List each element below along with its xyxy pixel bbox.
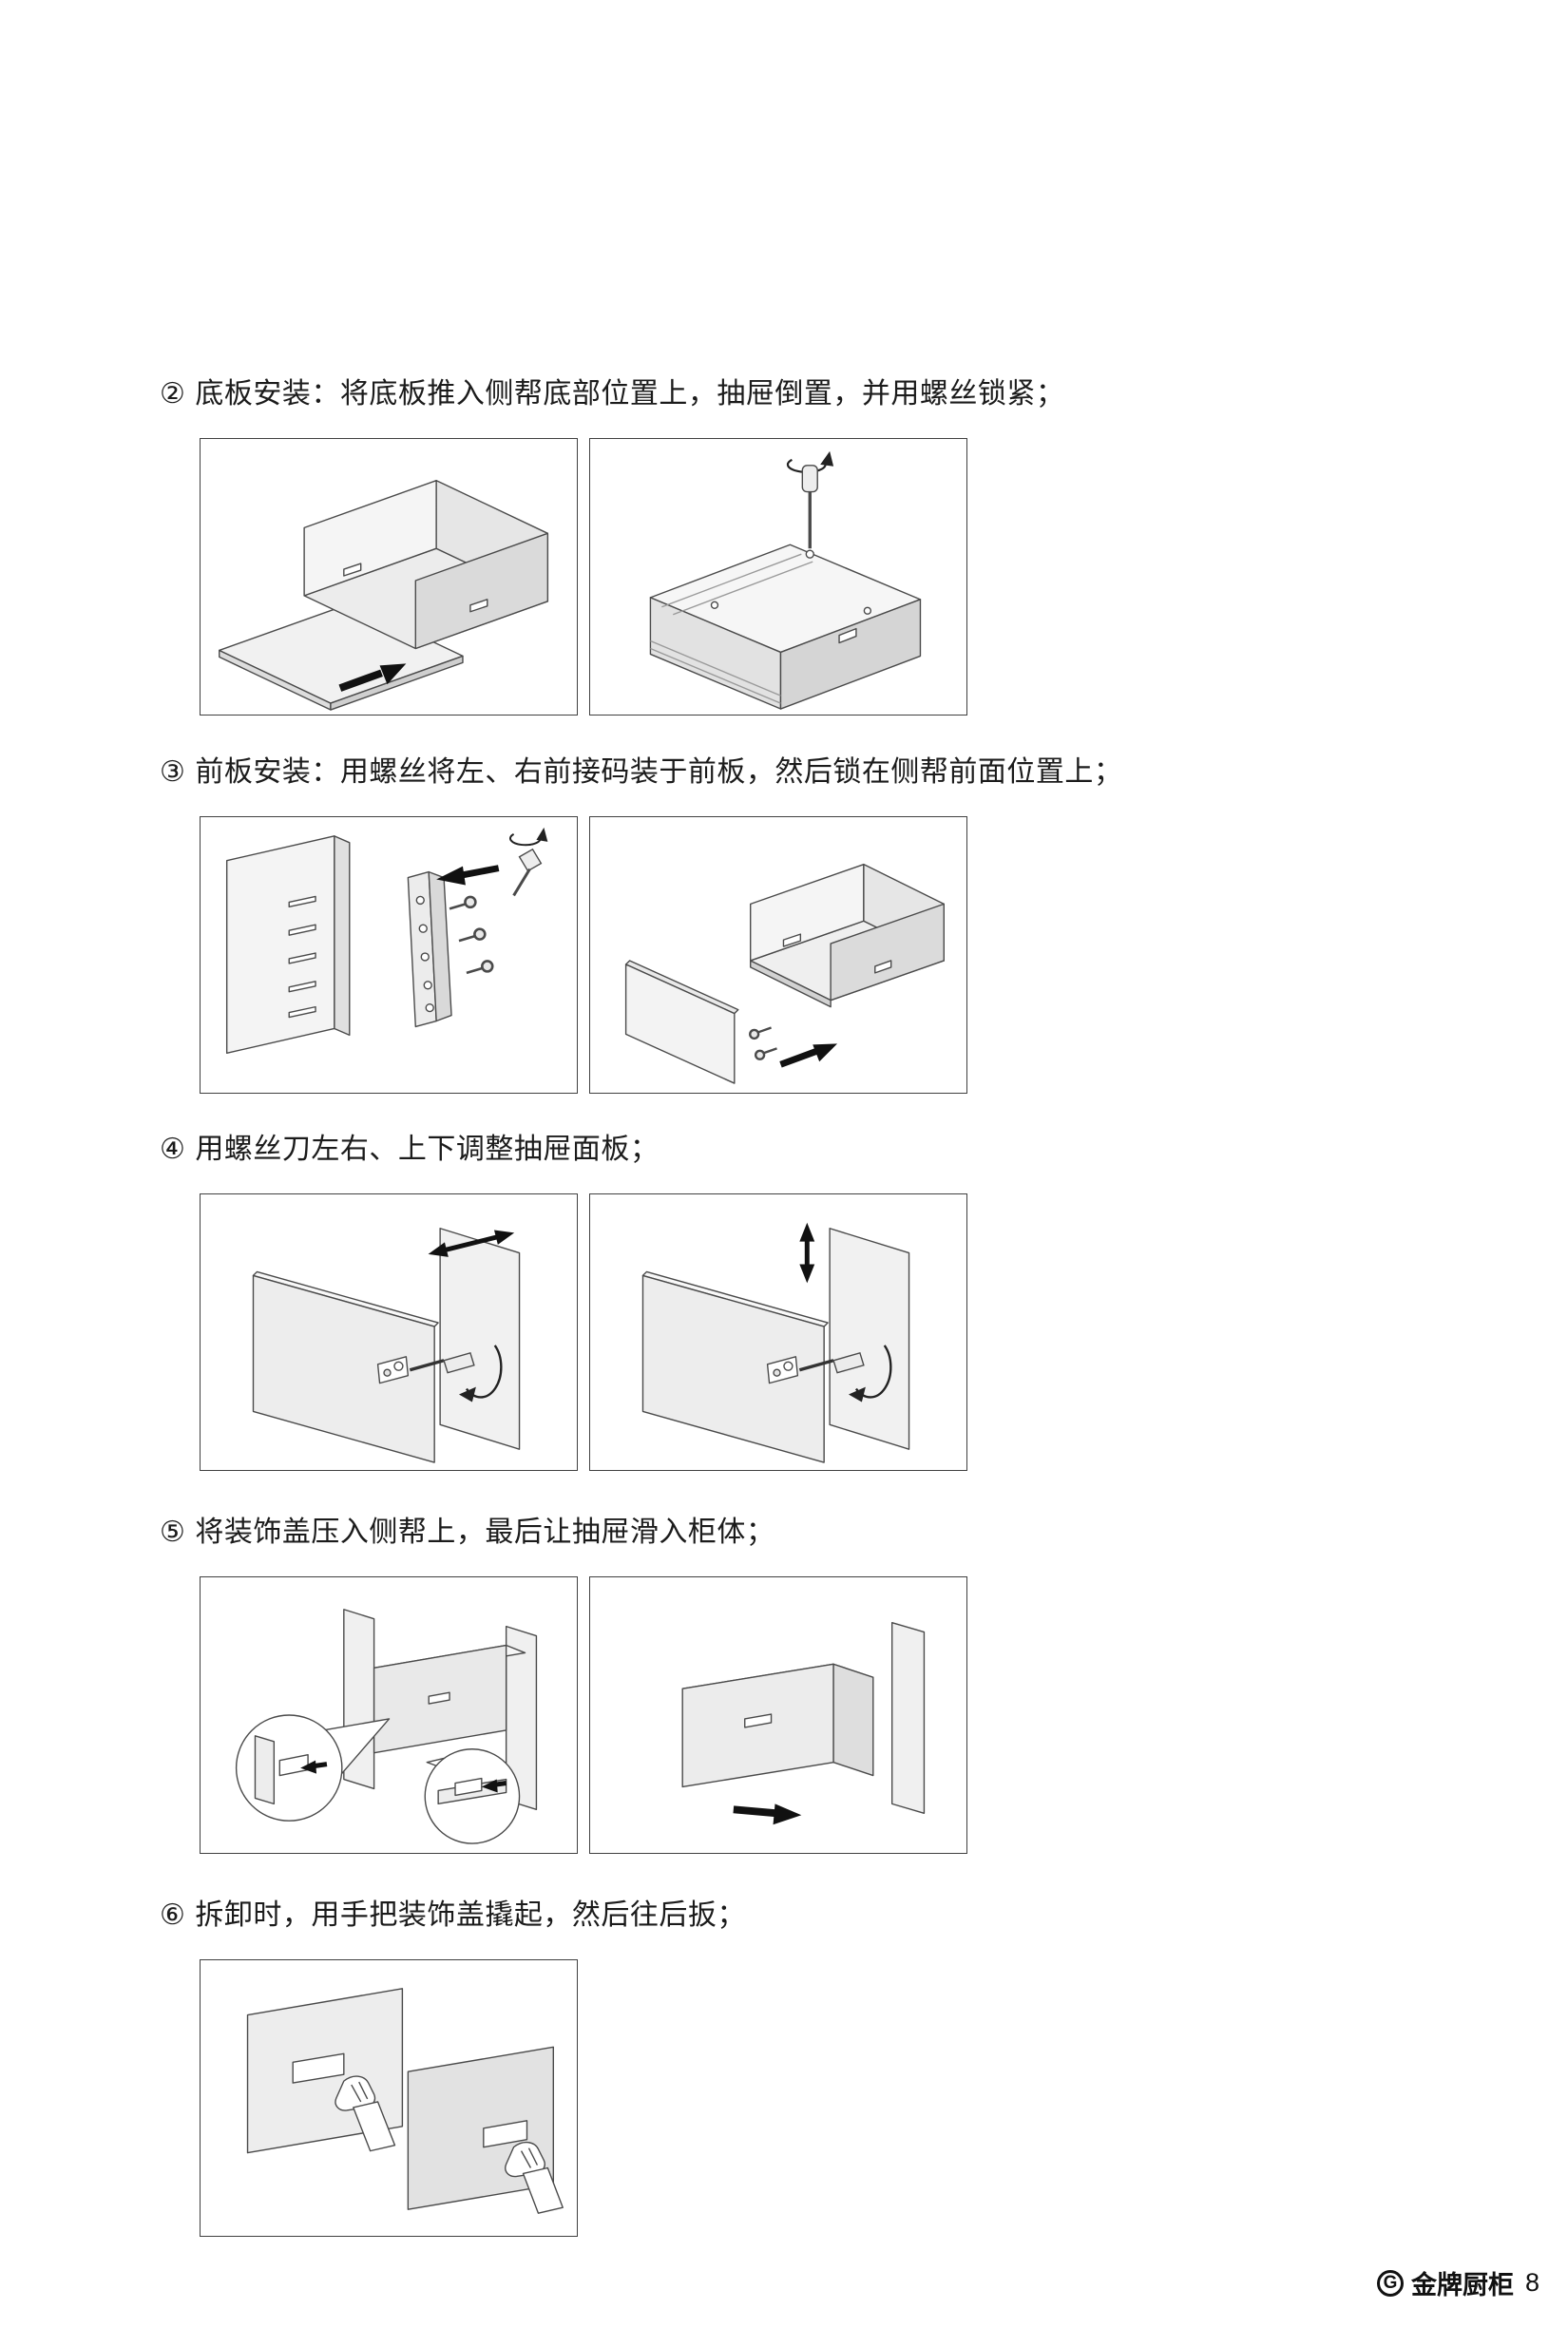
step-4-number: ④: [160, 1134, 186, 1165]
left-arrow-icon: [436, 865, 500, 886]
step-5: ⑤ 将装饰盖压入侧帮上，最后让抽屉滑入柜体；: [160, 1515, 967, 1854]
screwdriver-icon: [798, 1345, 892, 1403]
step-5-text: 将装饰盖压入侧帮上，最后让抽屉滑入柜体；: [195, 1517, 775, 1548]
step5-figure-2: [589, 1576, 967, 1854]
screws-icon: [449, 895, 494, 975]
step-4-figures: [200, 1193, 967, 1471]
step-4: ④ 用螺丝刀左右、上下调整抽屉面板；: [160, 1132, 967, 1471]
press-arrow-icon: [481, 1779, 507, 1793]
step-3-instruction: ③ 前板安装：用螺丝将左、右前接码装于前板，然后锁在侧帮前面位置上；: [160, 754, 1122, 790]
step2-figure-1: [200, 438, 578, 716]
step-6-figures: [200, 1959, 746, 2237]
step-5-instruction: ⑤ 将装饰盖压入侧帮上，最后让抽屉滑入柜体；: [160, 1515, 967, 1550]
pry-cover-by-hand-illustration: [246, 1988, 564, 2214]
step-6: ⑥ 拆卸时，用手把装饰盖撬起，然后往后扳；: [160, 1898, 746, 2237]
adjust-left-right-illustration: [252, 1228, 521, 1463]
brand-name: 金牌厨柜: [1410, 2271, 1514, 2299]
front-connector-screws-illustration: [225, 827, 548, 1054]
step6-figure-1: [200, 1959, 578, 2237]
slide-arrow-icon: [733, 1803, 802, 1825]
drawer-bottom-slide-illustration: [219, 480, 549, 711]
vertical-double-arrow-icon: [799, 1222, 815, 1284]
step-3-number: ③: [160, 756, 186, 788]
step3-figure-1: [200, 816, 578, 1094]
page-footer: G 金牌厨柜 8: [1376, 2264, 1539, 2301]
step-4-instruction: ④ 用螺丝刀左右、上下调整抽屉面板；: [160, 1132, 967, 1167]
step4-figure-2: [589, 1193, 967, 1471]
step3-figure-2: [589, 816, 967, 1094]
push-arrow-icon: [338, 663, 407, 692]
press-cover-callout-illustration: [235, 1609, 538, 1844]
page-number: 8: [1524, 2268, 1539, 2297]
step2-figure-2: [589, 438, 967, 716]
drawer-inverted-screwdriver-illustration: [649, 450, 922, 710]
screwdriver-icon: [509, 827, 548, 897]
step4-figure-1: [200, 1193, 578, 1471]
step-2: ② 底板安装：将底板推入侧帮底部位置上，抽屉倒置，并用螺丝锁紧；: [160, 376, 1064, 716]
step-2-instruction: ② 底板安装：将底板推入侧帮底部位置上，抽屉倒置，并用螺丝锁紧；: [160, 376, 1064, 411]
hand-icon: [335, 2075, 396, 2152]
step-4-text: 用螺丝刀左右、上下调整抽屉面板；: [195, 1134, 660, 1165]
step-2-text: 底板安装：将底板推入侧帮底部位置上，抽屉倒置，并用螺丝锁紧；: [195, 378, 1065, 410]
adjust-up-down-illustration: [641, 1222, 910, 1463]
screwdriver-icon: [409, 1345, 503, 1403]
step-6-number: ⑥: [160, 1899, 186, 1931]
screwdriver-icon: [786, 450, 834, 549]
push-arrow-icon: [779, 1043, 838, 1068]
step-3: ③ 前板安装：用螺丝将左、右前接码装于前板，然后锁在侧帮前面位置上；: [160, 754, 1122, 1094]
front-panel-attach-illustration: [624, 863, 945, 1084]
step5-figure-1: [200, 1576, 578, 1854]
step-6-instruction: ⑥ 拆卸时，用手把装饰盖撬起，然后往后扳；: [160, 1898, 746, 1933]
step-2-figures: [200, 438, 1064, 716]
step-2-number: ②: [160, 378, 186, 410]
horizontal-double-arrow-icon: [428, 1230, 515, 1257]
step-6-text: 拆卸时，用手把装饰盖撬起，然后往后扳；: [195, 1899, 746, 1931]
step-3-figures: [200, 816, 1122, 1094]
press-arrow-icon: [300, 1760, 328, 1774]
brand-logo-icon: G: [1376, 2269, 1404, 2297]
step-5-figures: [200, 1576, 967, 1854]
step-5-number: ⑤: [160, 1517, 186, 1548]
step-3-text: 前板安装：用螺丝将左、右前接码装于前板，然后锁在侧帮前面位置上；: [195, 756, 1123, 788]
screws-icon: [749, 1026, 777, 1060]
hand-icon: [505, 2141, 564, 2214]
slide-drawer-into-cabinet-illustration: [681, 1621, 926, 1825]
